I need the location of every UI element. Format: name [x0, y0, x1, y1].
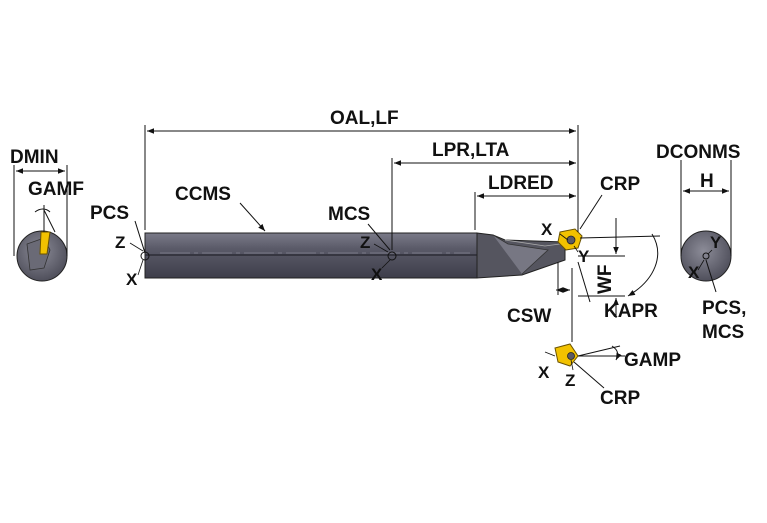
- left-end-view: DMIN GAMF: [10, 147, 84, 282]
- ccms-callout: CCMS: [175, 184, 266, 232]
- label-lpr-lta: LPR,LTA: [432, 140, 510, 161]
- label-kapr: KAPR: [604, 301, 658, 322]
- axis-x-mcs: X: [371, 265, 383, 284]
- axis-z-left: Z: [115, 233, 125, 252]
- label-oal-lf: OAL,LF: [330, 108, 399, 129]
- label-dmin: DMIN: [10, 147, 59, 168]
- dim-oal-lf: OAL,LF: [144, 108, 579, 232]
- axis-x-tip: X: [541, 220, 553, 239]
- label-pcs-mcs-2: MCS: [702, 322, 744, 343]
- right-end-view: DCONMS H Y X PCS, MCS: [656, 142, 746, 343]
- dim-wf: WF: [578, 218, 625, 318]
- mcs-callout: MCS Z X: [328, 204, 397, 284]
- dim-kapr: KAPR: [577, 233, 661, 322]
- dim-ldred: LDRED: [474, 173, 576, 230]
- axis-y-right: Y: [710, 233, 722, 252]
- axis-z-mcs: Z: [360, 233, 370, 252]
- label-gamp: GAMP: [624, 350, 681, 371]
- label-mcs: MCS: [328, 204, 370, 225]
- pcs-left-callout: PCS Z X: [90, 203, 150, 289]
- label-pcs-mcs-1: PCS,: [702, 298, 746, 319]
- insert-detail: X Z GAMP CRP: [538, 343, 681, 409]
- label-h: H: [700, 171, 714, 192]
- axis-x-left: X: [126, 270, 138, 289]
- label-csw: CSW: [507, 306, 551, 327]
- dim-lpr-lta: LPR,LTA: [391, 140, 576, 250]
- axis-x-detail: X: [538, 363, 550, 382]
- tool-shank: [144, 232, 566, 279]
- crp-top-callout: CRP X Y: [541, 174, 640, 266]
- label-gamf: GAMF: [28, 179, 84, 200]
- cutting-insert: [557, 228, 583, 251]
- label-dconms: DCONMS: [656, 142, 740, 163]
- label-ldred: LDRED: [488, 173, 553, 194]
- csw-callout: CSW: [507, 262, 573, 342]
- axis-z-detail: Z: [565, 371, 575, 390]
- label-crp-top: CRP: [600, 174, 640, 195]
- label-pcs-left: PCS: [90, 203, 129, 224]
- label-ccms: CCMS: [175, 184, 231, 205]
- axis-x-right: X: [688, 263, 700, 282]
- label-wf: WF: [595, 264, 616, 294]
- label-crp-bottom: CRP: [600, 388, 640, 409]
